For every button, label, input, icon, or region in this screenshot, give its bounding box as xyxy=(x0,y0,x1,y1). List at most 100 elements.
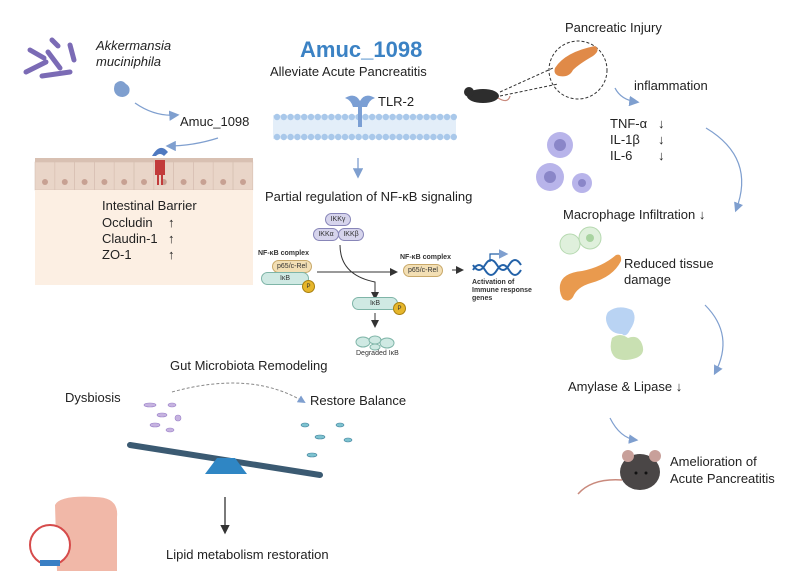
page-subtitle: Alleviate Acute Pancreatitis xyxy=(270,64,427,79)
lipid-head xyxy=(450,133,457,141)
lipid-head xyxy=(328,133,335,141)
intestine-icon xyxy=(29,496,118,571)
lipid-head xyxy=(321,133,328,141)
lipid-head xyxy=(382,133,389,141)
pancreatic-injury-label: Pancreatic Injury xyxy=(565,20,662,35)
lipid-head xyxy=(443,113,451,121)
lipid-head xyxy=(321,113,328,121)
marker-zo1: ZO-1↑ xyxy=(102,247,175,262)
lipid-head xyxy=(287,133,294,141)
intestinal-barrier-panel xyxy=(35,190,253,285)
cell-nucleus xyxy=(81,179,88,185)
restore-balance-label: Restore Balance xyxy=(310,393,407,408)
phospho-center: P xyxy=(393,302,406,315)
dysbiosis-bacteria-icon xyxy=(143,402,182,433)
cytokine-il1b: IL-1β↓ xyxy=(610,132,665,147)
phospho-left: P xyxy=(302,280,315,293)
pancreas-icon xyxy=(554,46,598,77)
lipid-head xyxy=(301,133,308,141)
healthy-mouse-icon xyxy=(577,450,661,495)
dna-icon xyxy=(472,249,522,276)
lipid-head xyxy=(294,133,301,141)
lipid-head xyxy=(314,113,321,121)
tlr2-label: TLR-2 xyxy=(378,94,415,109)
cell-nucleus xyxy=(42,179,48,185)
lipid-head xyxy=(369,133,376,141)
zoom-circle xyxy=(548,40,608,100)
lipid-head xyxy=(416,113,423,121)
activation-label-2: Immune response xyxy=(472,287,532,294)
lipid-head xyxy=(409,113,417,121)
arrow-to-amuc xyxy=(134,102,180,121)
arrow-to-enzymes xyxy=(704,304,724,376)
arrow-to-macrophage xyxy=(705,127,744,213)
ikk-gamma: IKKγ xyxy=(325,213,351,226)
degraded-ikb-icon xyxy=(355,335,395,351)
seesaw-icon xyxy=(127,442,323,478)
lipid-head xyxy=(348,113,355,121)
arrow-to-outcome xyxy=(609,417,639,444)
bacterium-name-line2: muciniphila xyxy=(96,54,162,69)
lipid-head xyxy=(341,133,349,141)
marker-claudin: Claudin-1↑ xyxy=(102,231,175,246)
lipid-head xyxy=(382,113,389,121)
complex-label-right: NF-κB complex xyxy=(400,254,451,261)
activation-label-3: genes xyxy=(472,295,493,302)
lipid-head xyxy=(280,113,287,121)
lipid-head xyxy=(430,113,437,121)
up-arrow-icon: ↑ xyxy=(168,215,175,230)
arrow-to-inflammation xyxy=(614,87,640,107)
lipid-head xyxy=(389,133,396,141)
enzymes-label: Amylase & Lipase ↓ xyxy=(568,379,683,394)
tissue-label-2: damage xyxy=(624,272,671,287)
lipid-head xyxy=(328,113,335,121)
cell-nucleus xyxy=(200,179,207,185)
lipid-head xyxy=(314,133,321,141)
bacterium-name-line1: Akkermansia xyxy=(96,38,172,53)
lipid-head xyxy=(375,113,383,121)
lipid-head xyxy=(307,113,315,121)
lipid-head xyxy=(423,113,430,121)
cell-nucleus xyxy=(121,179,128,185)
tlr2-receptor-icon xyxy=(345,95,375,127)
page-title: Amuc_1098 xyxy=(300,37,423,62)
p65-right: p65/c-Rel xyxy=(403,264,443,277)
lipid-head xyxy=(450,113,457,121)
lipid-head xyxy=(403,133,410,141)
cell-nucleus xyxy=(141,179,147,185)
activation-label-1: Activation of xyxy=(472,279,515,286)
healthy-pancreas-icon xyxy=(559,254,622,301)
up-arrow-icon: ↑ xyxy=(168,231,175,246)
lipid-head xyxy=(280,133,287,141)
epithelial-receptor-icon xyxy=(152,147,168,185)
lipid-head xyxy=(416,133,423,141)
cell-nucleus xyxy=(220,179,227,185)
mouse-icon xyxy=(464,87,511,103)
ikk-alpha: IKKα xyxy=(313,228,339,241)
enzyme-icon xyxy=(606,307,644,360)
cell-membrane xyxy=(273,113,457,141)
cytokine-il6: IL-6↓ xyxy=(610,148,665,163)
ikb-center: IκB xyxy=(352,297,398,310)
lipid-head xyxy=(389,113,396,121)
lipid-head xyxy=(273,113,281,121)
lipid-head xyxy=(335,113,342,121)
lipid-head xyxy=(409,133,417,141)
marker-occludin: Occludin↑ xyxy=(102,215,175,230)
microbiota-title: Gut Microbiota Remodeling xyxy=(170,358,328,373)
arrow-ikk-to-ikb xyxy=(339,244,379,300)
cell-nucleus xyxy=(61,179,68,185)
lipid-head xyxy=(294,113,301,121)
lipid-head xyxy=(369,113,376,121)
lipid-head xyxy=(362,113,369,121)
cell-nucleus xyxy=(240,179,246,185)
lipid-head xyxy=(335,133,342,141)
lipid-head xyxy=(375,133,383,141)
outcome-label-2: Acute Pancreatitis xyxy=(670,471,775,486)
immune-cells-green-icon xyxy=(559,226,602,255)
lipid-head xyxy=(437,133,444,141)
down-arrow-icon: ↓ xyxy=(658,132,665,147)
lipid-head xyxy=(443,133,451,141)
lipid-head xyxy=(396,133,403,141)
cell-nucleus xyxy=(180,179,187,185)
